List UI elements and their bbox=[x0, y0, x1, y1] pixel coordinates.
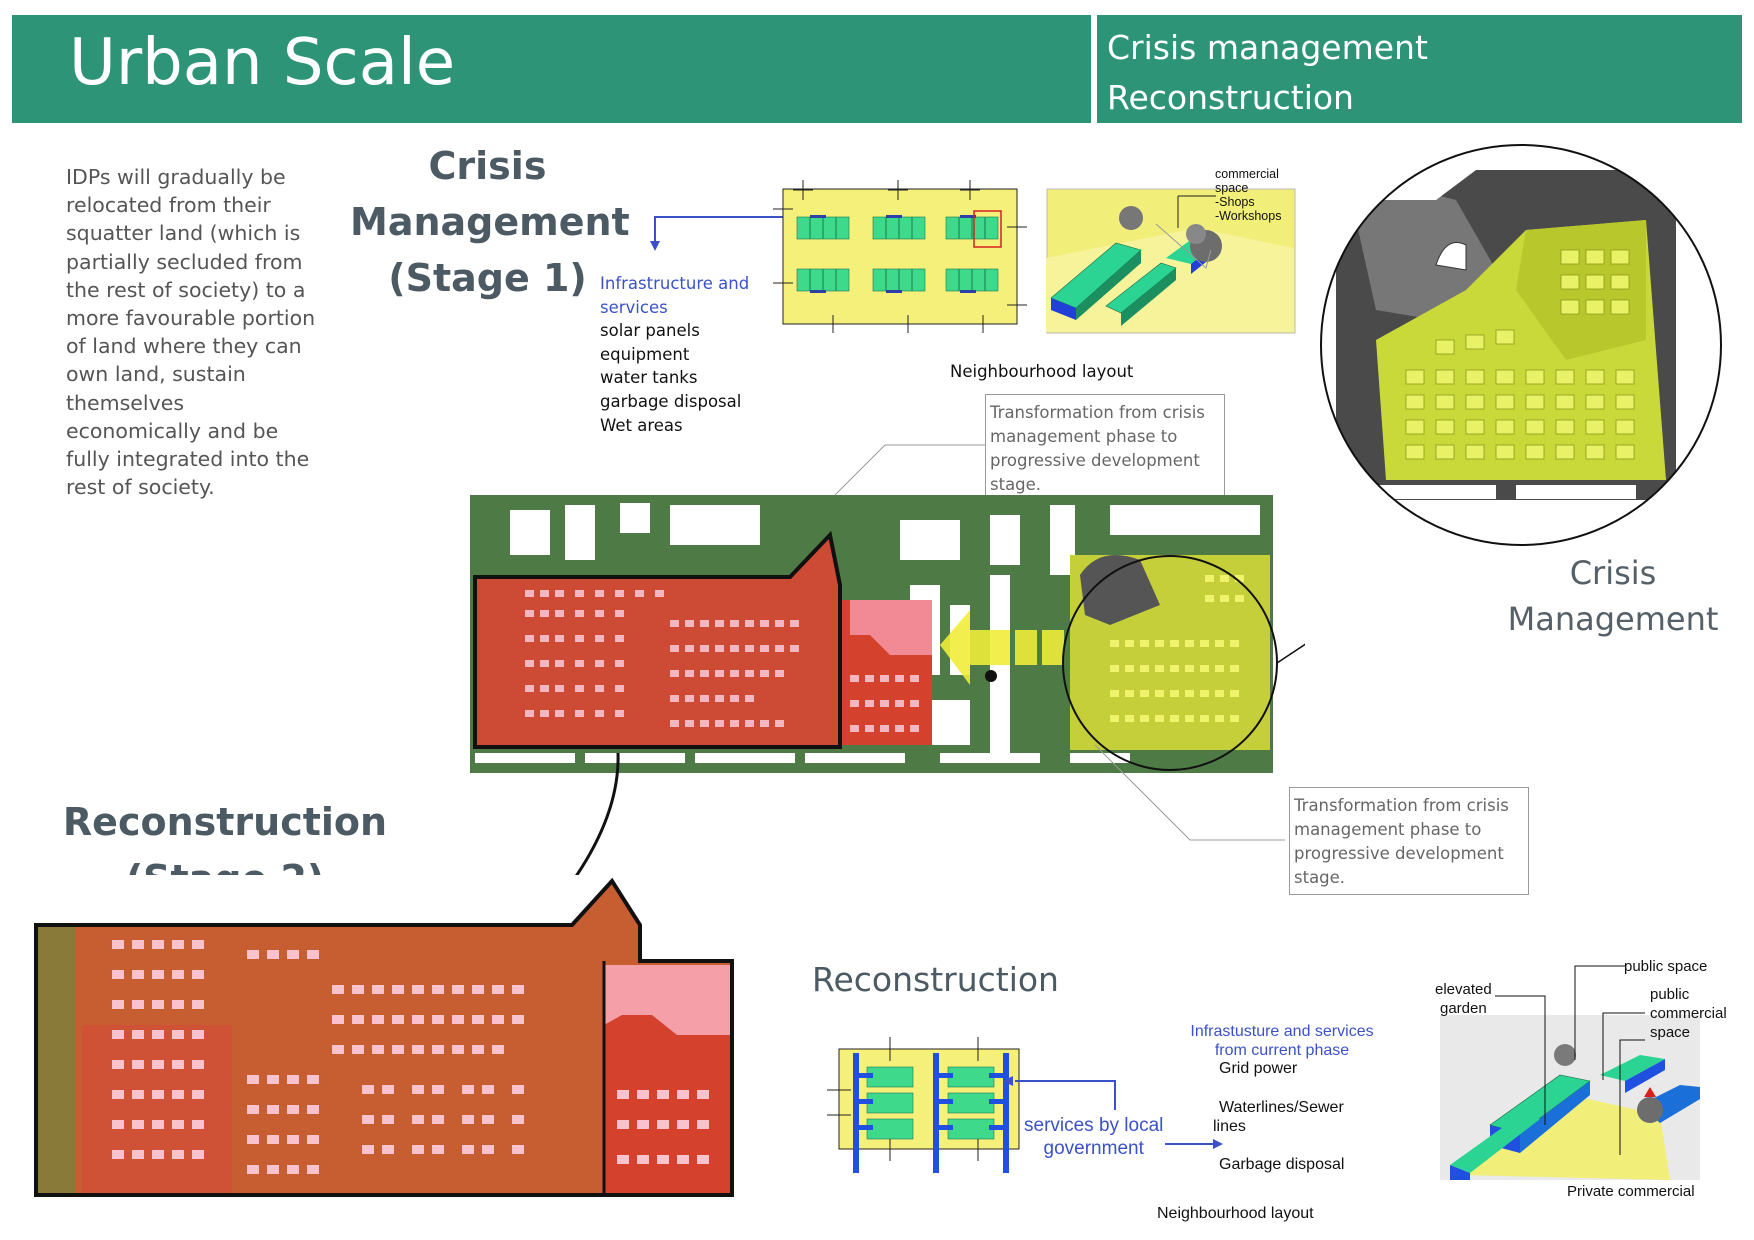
stage2-infra-title-2: from current phase bbox=[1214, 1042, 1350, 1059]
model-leader-lines bbox=[1495, 965, 1645, 1155]
commercial-line: -Shops bbox=[1215, 195, 1255, 209]
public-commercial-line3: space bbox=[1650, 1024, 1691, 1041]
header-subtitle-1: Crisis management bbox=[1107, 28, 1428, 67]
stage2-infra-title-1: Infrastusture and services bbox=[1190, 1023, 1374, 1040]
stage2-item-garbage: Garbage disposal bbox=[1219, 1156, 1345, 1173]
public-space-label: public space bbox=[1624, 958, 1708, 975]
stage1-infra-title-1: Infrastructure and bbox=[600, 274, 750, 293]
stage1-infra-item: garbage disposal bbox=[600, 391, 742, 411]
stage1-heading: Crisis Management (Stage 1) bbox=[350, 138, 630, 306]
stage1-heading-line2: Management bbox=[350, 200, 630, 244]
stage2-item-waterlines: Waterlines/Sewer bbox=[1219, 1099, 1344, 1116]
private-commercial-label: Private commercial bbox=[1567, 1183, 1695, 1200]
stage1-infra-list: Infrastructure and services solar panels… bbox=[600, 272, 749, 437]
stage2-3d-model bbox=[1440, 1015, 1700, 1180]
stage2-infra-title: Infrastusture and services from current … bbox=[1182, 1022, 1382, 1060]
stage2-item-lines: lines bbox=[1213, 1118, 1246, 1135]
callout-top: Transformation from crisis management ph… bbox=[985, 394, 1225, 502]
commercial-line: space bbox=[1215, 181, 1249, 195]
stage2-heading-line1: Reconstruction bbox=[62, 800, 388, 844]
stage1-plan-diagram bbox=[650, 180, 1027, 333]
zoom-label-crisis: Crisis Management bbox=[1498, 550, 1728, 642]
header-bar-left: Urban Scale bbox=[12, 15, 1091, 123]
reconstruction-title: Reconstruction bbox=[812, 960, 1059, 999]
header-bar-right: Crisis management Reconstruction bbox=[1097, 15, 1742, 123]
elevated-line2: garden bbox=[1440, 1000, 1487, 1017]
elevated-garden-label: elevated garden bbox=[1435, 980, 1492, 1018]
callout-bottom: Transformation from crisis management ph… bbox=[1289, 787, 1529, 895]
stage1-infra-item: solar panels bbox=[600, 321, 700, 341]
local-gov-line2: government bbox=[1043, 1138, 1144, 1159]
zoom-label-line2: Management bbox=[1507, 600, 1719, 638]
stage2-site-plan bbox=[32, 875, 778, 1205]
commercial-line: commercial bbox=[1215, 167, 1279, 181]
callout-top-leader bbox=[834, 444, 985, 496]
stage1-infra-item: equipment bbox=[600, 344, 690, 364]
site-plan bbox=[470, 495, 1305, 875]
intro-paragraph: IDPs will gradually be relocated from th… bbox=[66, 165, 316, 500]
stage1-layout-label: Neighbourhood layout bbox=[950, 362, 1134, 381]
stage1-infra-item: water tanks bbox=[600, 368, 698, 388]
zoom-label-line1: Crisis bbox=[1569, 554, 1657, 592]
elevated-line1: elevated bbox=[1435, 981, 1492, 998]
page-title: Urban Scale bbox=[69, 26, 456, 100]
stage2-plan-diagram bbox=[827, 1037, 1223, 1173]
stage1-infra-title-2: services bbox=[600, 297, 668, 317]
header-subtitle-2: Reconstruction bbox=[1107, 78, 1354, 117]
local-government-label: services by local government bbox=[1024, 1114, 1163, 1160]
public-commercial-line1: public bbox=[1650, 986, 1690, 1003]
stage1-heading-line3: (Stage 1) bbox=[388, 256, 587, 300]
stage1-heading-line1: Crisis bbox=[428, 144, 547, 188]
public-commercial-line2: commercial bbox=[1650, 1005, 1727, 1022]
stage1-3d-model bbox=[1046, 188, 1296, 334]
commercial-line: -Workshops bbox=[1215, 209, 1282, 223]
stage2-layout-label: Neighbourhood layout bbox=[1157, 1205, 1314, 1222]
stage1-infra-item: Wet areas bbox=[600, 415, 683, 435]
stage2-item-grid-power: Grid power bbox=[1219, 1060, 1298, 1077]
local-gov-line1: services by local bbox=[1024, 1115, 1164, 1136]
zoom-circle-crisis bbox=[1320, 144, 1722, 546]
public-commercial-label: public commercial space bbox=[1650, 985, 1727, 1042]
stage1-commercial-label: commercial space -Shops -Workshops bbox=[1215, 167, 1281, 223]
